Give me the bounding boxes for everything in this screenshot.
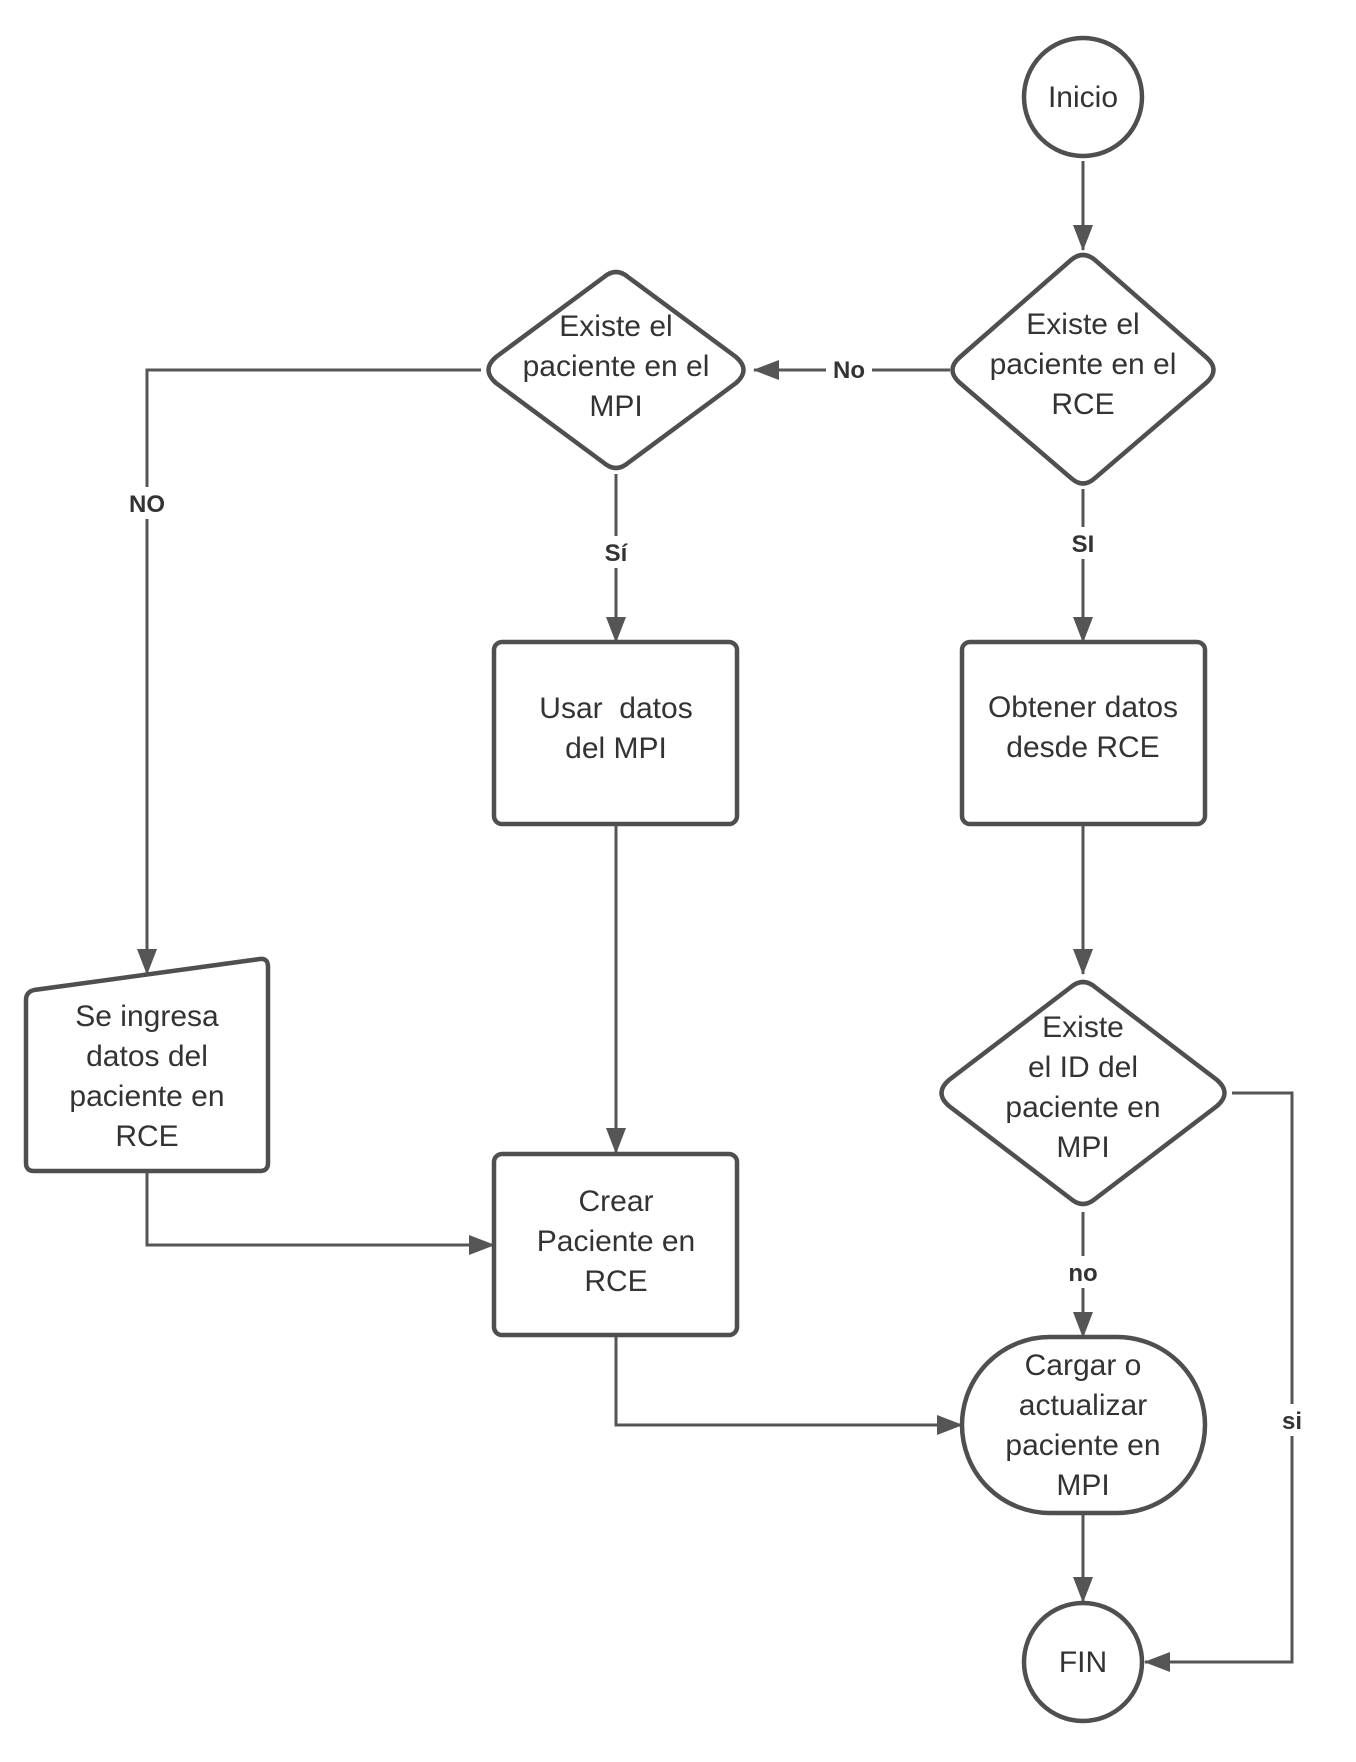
cargar-mpi-line: MPI <box>1056 1469 1109 1502</box>
crear-paciente-line: Crear <box>578 1185 653 1218</box>
edge-id-si-to-fin <box>1144 1091 1294 1672</box>
obtener-datos-line: desde RCE <box>1006 731 1159 764</box>
node-obtener-datos-text: Obtener datos desde RCE <box>988 691 1178 764</box>
edge-label-rce-si: SI <box>1064 527 1102 559</box>
node-existe-mpi: Existe el paciente en el MPI <box>486 269 746 471</box>
node-existe-rce: Existe el paciente en el RCE <box>950 252 1216 486</box>
existe-id-line: el ID del <box>1028 1051 1138 1084</box>
node-existe-id-text: Existe el ID del paciente en MPI <box>1005 1011 1160 1164</box>
edge-label-rce-si-text: SI <box>1072 531 1095 558</box>
edge-label-id-si-text: si <box>1282 1408 1302 1435</box>
edge-label-id-no-text: no <box>1068 1260 1097 1287</box>
node-ingresa-datos-text: Se ingresa datos del paciente en RCE <box>69 1000 224 1153</box>
usar-datos-line: Usar datos <box>539 692 692 725</box>
edge-mpi-no-to-ingresa <box>137 368 481 975</box>
existe-rce-line: paciente en el <box>990 348 1177 381</box>
existe-id-line: paciente en <box>1005 1091 1160 1124</box>
edge-label-rce-no-text: No <box>833 357 865 384</box>
inicio-line: Inicio <box>1048 81 1118 114</box>
edge-label-id-si: si <box>1275 1404 1309 1436</box>
node-ingresa-datos: Se ingresa datos del paciente en RCE <box>23 956 271 1174</box>
node-existe-rce-text: Existe el paciente en el RCE <box>990 308 1177 421</box>
ingresa-datos-line: paciente en <box>69 1080 224 1113</box>
edge-label-mpi-no: NO <box>123 487 171 519</box>
existe-mpi-line: MPI <box>589 390 642 423</box>
node-inicio: Inicio <box>1021 35 1145 159</box>
node-inicio-text: Inicio <box>1048 81 1118 114</box>
edge-label-mpi-si: Sí <box>597 536 635 568</box>
edge-ingresa-to-crear <box>145 1172 495 1255</box>
ingresa-datos-line: RCE <box>115 1120 178 1153</box>
ingresa-datos-line: datos del <box>86 1040 208 1073</box>
fin-line: FIN <box>1059 1646 1107 1679</box>
node-cargar-mpi: Cargar o actualizar paciente en MPI <box>959 1334 1208 1516</box>
node-existe-mpi-text: Existe el paciente en el MPI <box>523 310 710 423</box>
crear-paciente-line: Paciente en <box>537 1225 695 1258</box>
cargar-mpi-line: paciente en <box>1005 1429 1160 1462</box>
existe-id-line: Existe <box>1042 1011 1124 1044</box>
usar-datos-line: del MPI <box>565 732 667 765</box>
edge-label-mpi-si-text: Sí <box>605 540 629 567</box>
edge-label-mpi-no-text: NO <box>129 491 165 518</box>
existe-rce-line: Existe el <box>1026 308 1139 341</box>
node-usar-datos-text: Usar datos del MPI <box>539 692 692 765</box>
edge-crear-to-cargar <box>614 1335 963 1435</box>
ingresa-datos-line: Se ingresa <box>75 1000 219 1033</box>
node-fin: FIN <box>1021 1600 1145 1724</box>
obtener-datos-line: Obtener datos <box>988 691 1178 724</box>
existe-mpi-line: Existe el <box>559 310 672 343</box>
node-fin-text: FIN <box>1059 1646 1107 1679</box>
edge-label-id-no: no <box>1062 1256 1104 1288</box>
cargar-mpi-line: Cargar o <box>1025 1349 1142 1382</box>
existe-id-line: MPI <box>1056 1131 1109 1164</box>
node-cargar-mpi-text: Cargar o actualizar paciente en MPI <box>1005 1349 1160 1502</box>
crear-paciente-line: RCE <box>584 1265 647 1298</box>
existe-rce-line: RCE <box>1051 388 1114 421</box>
node-obtener-datos: Obtener datos desde RCE <box>959 639 1208 827</box>
node-existe-id: Existe el ID del paciente en MPI <box>939 979 1227 1207</box>
edge-label-rce-no: No <box>826 354 872 386</box>
cargar-mpi-line: actualizar <box>1019 1389 1147 1422</box>
node-usar-datos: Usar datos del MPI <box>491 639 740 827</box>
existe-mpi-line: paciente en el <box>523 350 710 383</box>
